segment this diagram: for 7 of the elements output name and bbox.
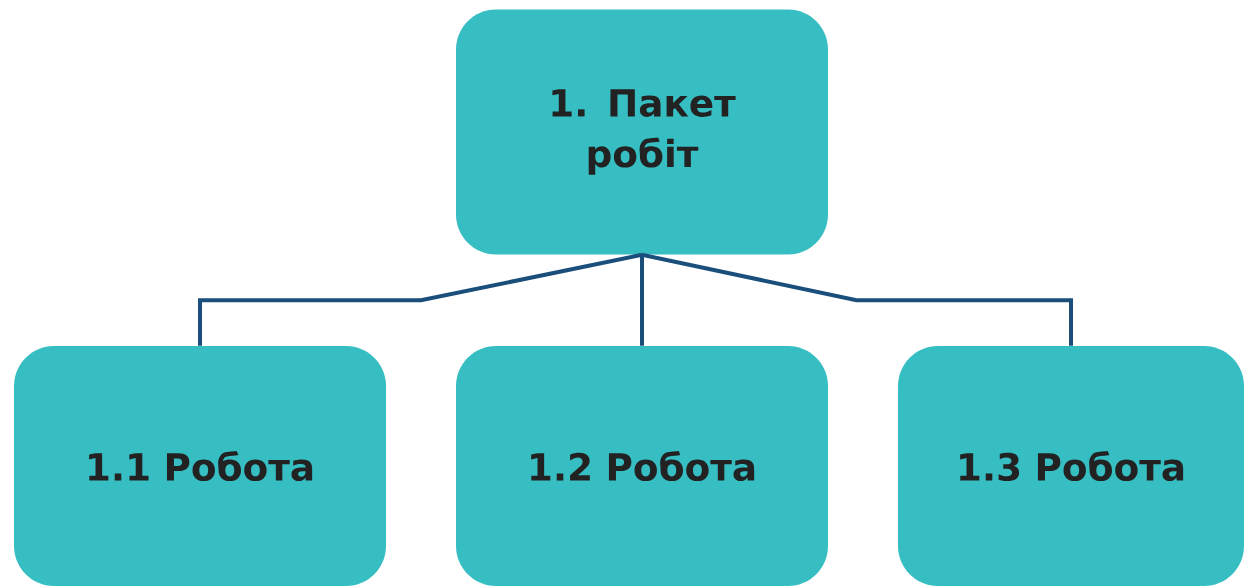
connector (641, 252, 1073, 346)
connector (198, 252, 643, 346)
process-box: 1.2 Робота (456, 346, 828, 586)
process-box: 1.3 Робота (898, 346, 1244, 586)
process-box: 1. Пакет робіт (456, 9, 828, 255)
connector (640, 254, 644, 346)
process-box: 1.1 Робота (14, 346, 386, 586)
